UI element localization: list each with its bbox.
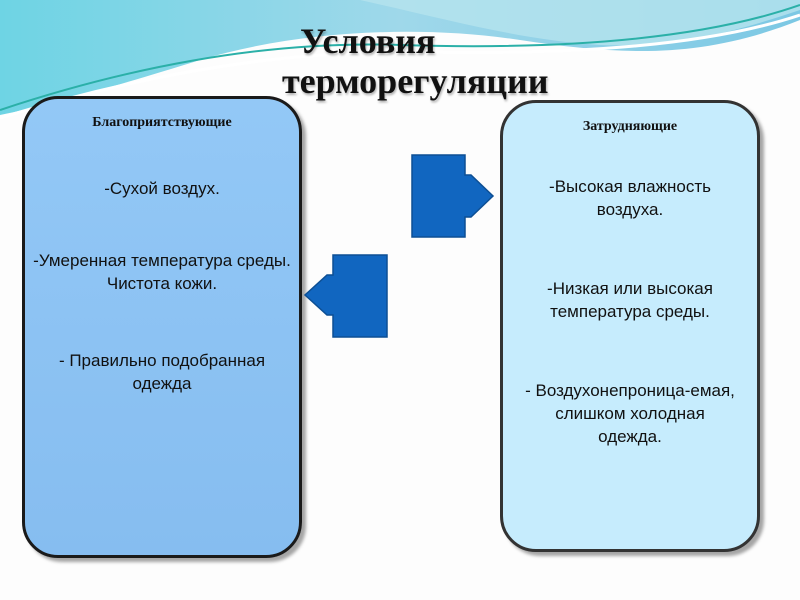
favorable-item: - Правильно подобранная одежда bbox=[58, 351, 266, 393]
unfavorable-item: -Высокая влажность воздуха. bbox=[549, 177, 711, 219]
favorable-item: -Умеренная температура среды. Чистота ко… bbox=[33, 251, 291, 293]
arrow-left-icon bbox=[303, 254, 388, 338]
unfavorable-conditions-box: Затрудняющие -Высокая влажность воздуха.… bbox=[500, 100, 760, 552]
favorable-conditions-box: Благоприятствующие -Сухой воздух. -Умере… bbox=[22, 96, 302, 558]
unfavorable-item: - Воздухонепроница-емая, слишком холодна… bbox=[525, 381, 735, 446]
favorable-heading: Благоприятствующие bbox=[92, 115, 232, 130]
arrow-right-icon bbox=[411, 154, 495, 238]
unfavorable-heading: Затрудняющие bbox=[582, 119, 678, 134]
favorable-item: -Сухой воздух. bbox=[104, 179, 220, 198]
slide-title-line2: терморегуляции bbox=[282, 61, 549, 101]
slide-title-line1: Условия bbox=[300, 21, 436, 61]
unfavorable-item: -Низкая или высокая температура среды. bbox=[547, 279, 713, 321]
